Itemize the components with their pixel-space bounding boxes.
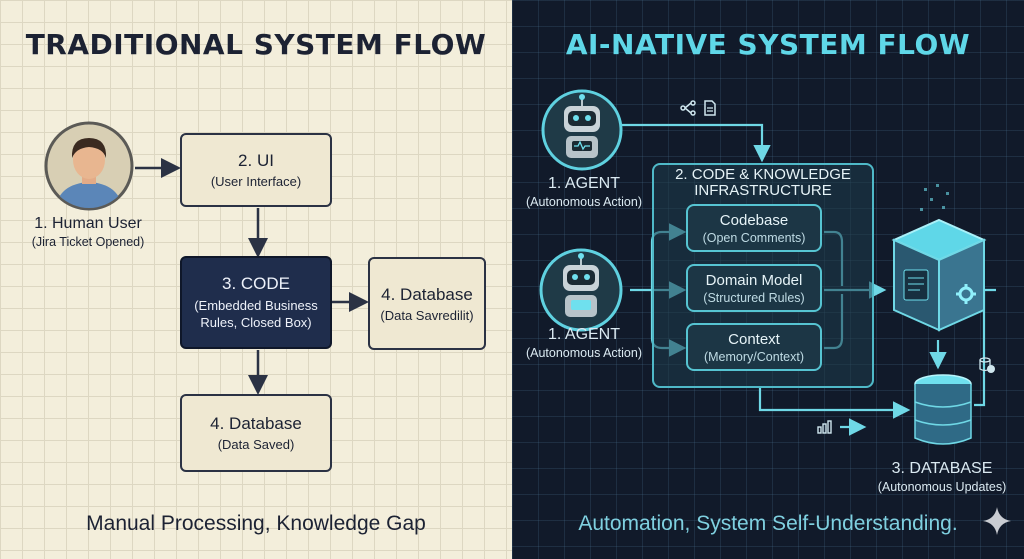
human-user-sub: (Jira Ticket Opened) [31,235,145,249]
codebase-box: Codebase (Open Comments) [686,204,822,252]
database-sub: (Autonomous Updates) [877,480,1007,494]
ui-label: 2. UI [238,151,274,170]
ai-native-footer: Automation, System Self-Understanding. [578,512,958,535]
codebase-sub: (Open Comments) [702,230,806,245]
database-side-label: 4. Database [381,284,473,304]
arrow-db-return [974,288,996,407]
arrow-agent-top-to-infra [622,123,771,163]
ui-box: 2. UI (User Interface) [180,133,332,207]
agent-top-caption: 1. AGENT (Autonomous Action) [514,175,654,209]
domain-model-label: Domain Model [705,271,803,289]
database-side-box: 4. Database (Data Savredilit) [368,257,486,350]
database-label: 3. DATABASE [891,460,993,477]
robot-icon [539,248,623,332]
infrastructure-title-line1: 2. CODE & KNOWLEDGE [675,166,851,183]
database-bottom-sub: (Data Saved) [217,437,295,452]
document-icon [704,100,716,116]
gear-icon [956,284,976,304]
human-user-label: 1. Human User [34,215,142,232]
domain-model-sub: (Structured Rules) [703,290,805,305]
arrow-infra-to-db [758,388,911,419]
context-sub: (Memory/Context) [703,349,805,364]
db-check-icon [979,357,995,373]
database-caption: 3. DATABASE (Autonomous Updates) [862,460,1022,494]
traditional-flow-panel: TRADITIONAL SYSTEM FLOW 1. Human User (J… [0,0,512,559]
agent-mid-sub: (Autonomous Action) [525,346,643,360]
code-label: 3. CODE [221,274,291,293]
context-label: Context [728,330,780,348]
database-side-sub: (Data Savredilit) [380,307,474,323]
code-box: 3. CODE (Embedded Business Rules, Closed… [180,256,332,349]
code-sub-2: Rules, Closed Box) [200,315,312,330]
ui-sub: (User Interface) [210,174,302,189]
agent-top-sub: (Autonomous Action) [525,195,643,209]
code-sub-1: (Embedded Business [194,298,318,313]
context-box: Context (Memory/Context) [686,323,822,371]
person-avatar-icon [44,121,134,211]
traditional-title: TRADITIONAL SYSTEM FLOW [25,28,487,61]
sparkle-icon [983,507,1011,535]
agent-mid-label: 1. AGENT [547,326,621,343]
cube-server-icon [891,184,987,332]
agent-top-label: 1. AGENT [547,175,621,192]
ai-native-title: AI-NATIVE SYSTEM FLOW [565,28,971,61]
traditional-footer: Manual Processing, Knowledge Gap [86,512,426,535]
human-user-caption: 1. Human User (Jira Ticket Opened) [18,215,158,249]
branch-icon [680,100,696,116]
agent-mid-caption: 1. AGENT (Autonomous Action) [514,326,654,360]
robot-icon [541,89,623,171]
traditional-connectors [135,158,369,395]
codebase-label: Codebase [719,211,789,229]
bar-chart-icon [817,420,832,434]
ai-native-flow-panel: AI-NATIVE SYSTEM FLOW [512,0,1024,559]
database-bottom-box: 4. Database (Data Saved) [180,394,332,472]
infrastructure-title-line2: INFRASTRUCTURE [694,182,832,199]
database-bottom-label: 4. Database [210,414,302,433]
database-icon [914,374,972,445]
infrastructure-title: 2. CODE & KNOWLEDGE INFRASTRUCTURE [654,167,872,199]
domain-model-box: Domain Model (Structured Rules) [686,264,822,312]
